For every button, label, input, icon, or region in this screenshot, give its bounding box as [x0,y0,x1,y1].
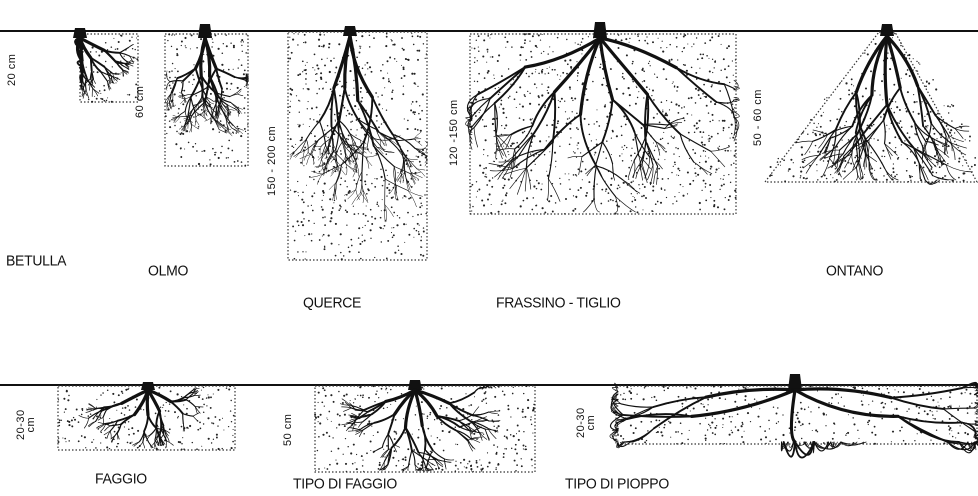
olmo-caption: OLMO [148,262,188,279]
tipo-di-pioppo-depth-unit: cm [586,407,596,438]
ontano-depth-label: 50 - 60 cm [752,89,764,146]
frassino-tiglio-caption: FRASSINO - TIGLIO [496,294,621,311]
ontano-caption: ONTANO [826,262,883,279]
faggio-root-diagram [30,370,240,452]
tipo-di-faggio-root-diagram [295,368,540,478]
querce-root-diagram [280,8,430,264]
frassino-tiglio-root-diagram [450,8,745,218]
olmo-root-diagram [145,10,255,170]
querce-caption: QUERCE [303,294,361,311]
tipo-di-pioppo-caption: TIPO DI PIOPPO [565,475,669,492]
faggio-depth-label: 20-30 cm [16,409,36,440]
ontano-root-diagram [765,10,978,185]
betulla-caption: BETULLA [6,252,66,269]
frassino-tiglio-depth-label: 120 -150 cm [448,99,460,166]
betulla-root-diagram [30,14,115,94]
tipo-di-pioppo-root-diagram [600,364,978,449]
betulla-depth-label: 20 cm [6,54,18,86]
tipo-di-pioppo-depth-label: 20-30 cm [576,407,596,438]
tipo-di-faggio-depth-label: 50 cm [282,414,294,446]
olmo-depth-label: 60 cm [134,86,146,118]
faggio-caption: FAGGIO [95,470,147,487]
faggio-depth-unit: cm [26,409,36,440]
tipo-di-faggio-caption: TIPO DI FAGGIO [293,475,397,492]
querce-depth-label: 150 - 200 cm [266,126,278,196]
